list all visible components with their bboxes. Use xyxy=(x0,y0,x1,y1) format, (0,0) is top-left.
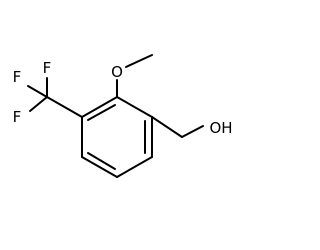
hydroxymethyl-group: OH xyxy=(151,116,233,138)
bond-ring-to-ch2 xyxy=(151,116,183,138)
oxygen-atom-label: O xyxy=(111,63,123,81)
bond-ring-to-cf3 xyxy=(46,96,83,118)
bond-c-to-f3 xyxy=(29,96,48,112)
structure-canvas: O OH F F F xyxy=(12,54,233,178)
fluorine-atom-label-2: F xyxy=(43,59,52,77)
molecule-diagram: O OH F F F xyxy=(13,54,233,178)
bond-ch2-to-oh xyxy=(181,125,204,138)
ring-bond-c4-c5-inner xyxy=(87,152,116,170)
ring-bond-c4-c5 xyxy=(81,156,118,178)
bond-oxygen-to-methyl xyxy=(125,54,153,68)
hydroxyl-label: OH xyxy=(209,119,232,137)
trifluoromethyl-group: F F F xyxy=(13,59,83,126)
bond-c-to-f1 xyxy=(27,85,48,98)
ring-bond-c5-c6 xyxy=(116,156,153,178)
ring-bond-c2-c3 xyxy=(81,96,118,118)
ring-bond-c2-c3-inner xyxy=(87,104,116,121)
fluorine-atom-label-3: F xyxy=(13,108,22,126)
fluorine-atom-label-1: F xyxy=(13,68,22,86)
ring-bond-c1-c2 xyxy=(116,96,153,118)
benzene-ring xyxy=(81,96,153,178)
methoxy-group: O xyxy=(111,54,153,98)
